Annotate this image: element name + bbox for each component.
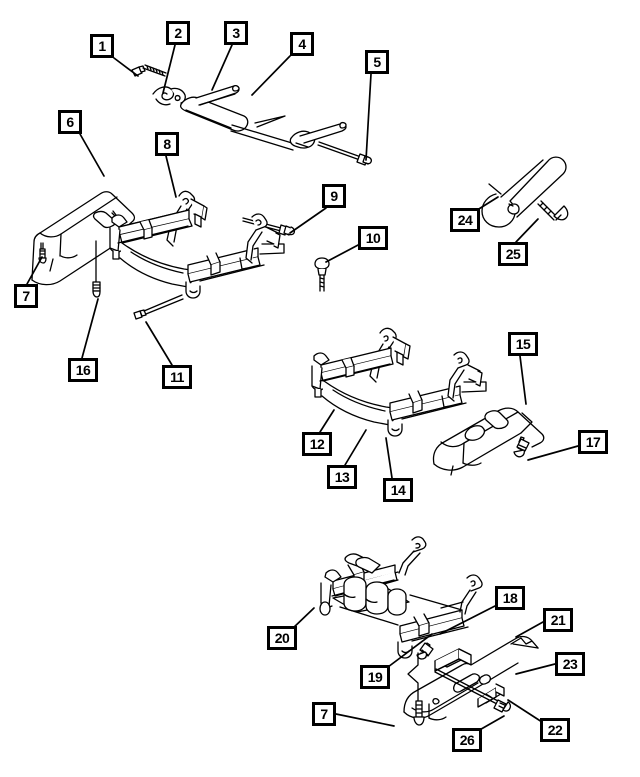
callout-12[interactable]: 12	[302, 432, 332, 456]
callout-7[interactable]: 7	[14, 284, 38, 308]
callout-19[interactable]: 19	[360, 665, 390, 689]
leader-21	[515, 621, 544, 638]
part-7-screw	[38, 242, 47, 264]
leader-10	[325, 243, 361, 263]
part-10-bolt	[314, 257, 330, 292]
leader-7	[26, 256, 43, 285]
callout-9[interactable]: 9	[322, 184, 346, 208]
callout-15[interactable]: 15	[508, 332, 538, 356]
callout-3[interactable]: 3	[224, 21, 248, 45]
leader-17	[527, 445, 579, 461]
leader-23	[515, 663, 556, 675]
part-23-power-track-shield	[403, 635, 539, 722]
leader-3	[211, 44, 233, 91]
leader-22	[507, 699, 543, 723]
part-11-screw	[133, 294, 184, 320]
callout-1[interactable]: 1	[90, 34, 114, 58]
callout-26[interactable]: 26	[452, 728, 482, 752]
callout-6[interactable]: 6	[58, 110, 82, 134]
leader-7b	[335, 713, 395, 727]
leader-9	[289, 207, 327, 234]
part-22-switch-knob	[477, 683, 505, 708]
callout-2[interactable]: 2	[166, 21, 190, 45]
callout-11[interactable]: 11	[162, 365, 192, 389]
part-7b-screw	[407, 652, 425, 726]
part-8-adjuster-assembly	[109, 190, 285, 299]
part-15-seat-shield-outer	[432, 407, 545, 476]
leader-18	[439, 605, 496, 635]
callout-4[interactable]: 4	[290, 32, 314, 56]
part-12-adjuster-assembly	[311, 327, 487, 437]
leader-11	[145, 321, 173, 366]
callout-24[interactable]: 24	[450, 208, 480, 232]
leader-8	[165, 155, 177, 198]
part-4-release-rod-right	[230, 115, 347, 151]
callout-7b[interactable]: 7	[312, 702, 336, 726]
callout-17[interactable]: 17	[578, 430, 608, 454]
leader-14	[385, 437, 393, 479]
part-16-screw	[92, 240, 101, 298]
leader-1	[113, 57, 139, 77]
part-25-screw	[537, 200, 569, 221]
leader-25	[515, 218, 539, 243]
leader-4	[251, 55, 291, 96]
callout-5[interactable]: 5	[365, 50, 389, 74]
callout-20[interactable]: 20	[267, 626, 297, 650]
leader-13	[344, 429, 367, 466]
part-3-release-rod	[179, 84, 249, 132]
callout-25[interactable]: 25	[498, 242, 528, 266]
leader-6	[79, 133, 105, 177]
callout-21[interactable]: 21	[543, 608, 573, 632]
part-17-screw	[513, 436, 530, 458]
part-9-bolt	[242, 217, 296, 236]
callout-16[interactable]: 16	[68, 358, 98, 382]
callout-22[interactable]: 22	[540, 718, 570, 742]
part-24-recliner-handle	[481, 156, 567, 228]
callout-23[interactable]: 23	[555, 652, 585, 676]
leader-5	[365, 73, 372, 161]
callout-14[interactable]: 14	[383, 478, 413, 502]
leader-15	[519, 355, 527, 405]
leader-2	[162, 44, 176, 94]
callout-10[interactable]: 10	[358, 226, 388, 250]
part-26-screw	[434, 668, 512, 713]
leader-16	[81, 298, 99, 359]
callout-8[interactable]: 8	[155, 132, 179, 156]
callout-13[interactable]: 13	[327, 465, 357, 489]
callout-18[interactable]: 18	[495, 586, 525, 610]
leader-12	[319, 409, 335, 433]
leader-19	[383, 633, 433, 671]
part-18-motor-block	[416, 642, 472, 672]
